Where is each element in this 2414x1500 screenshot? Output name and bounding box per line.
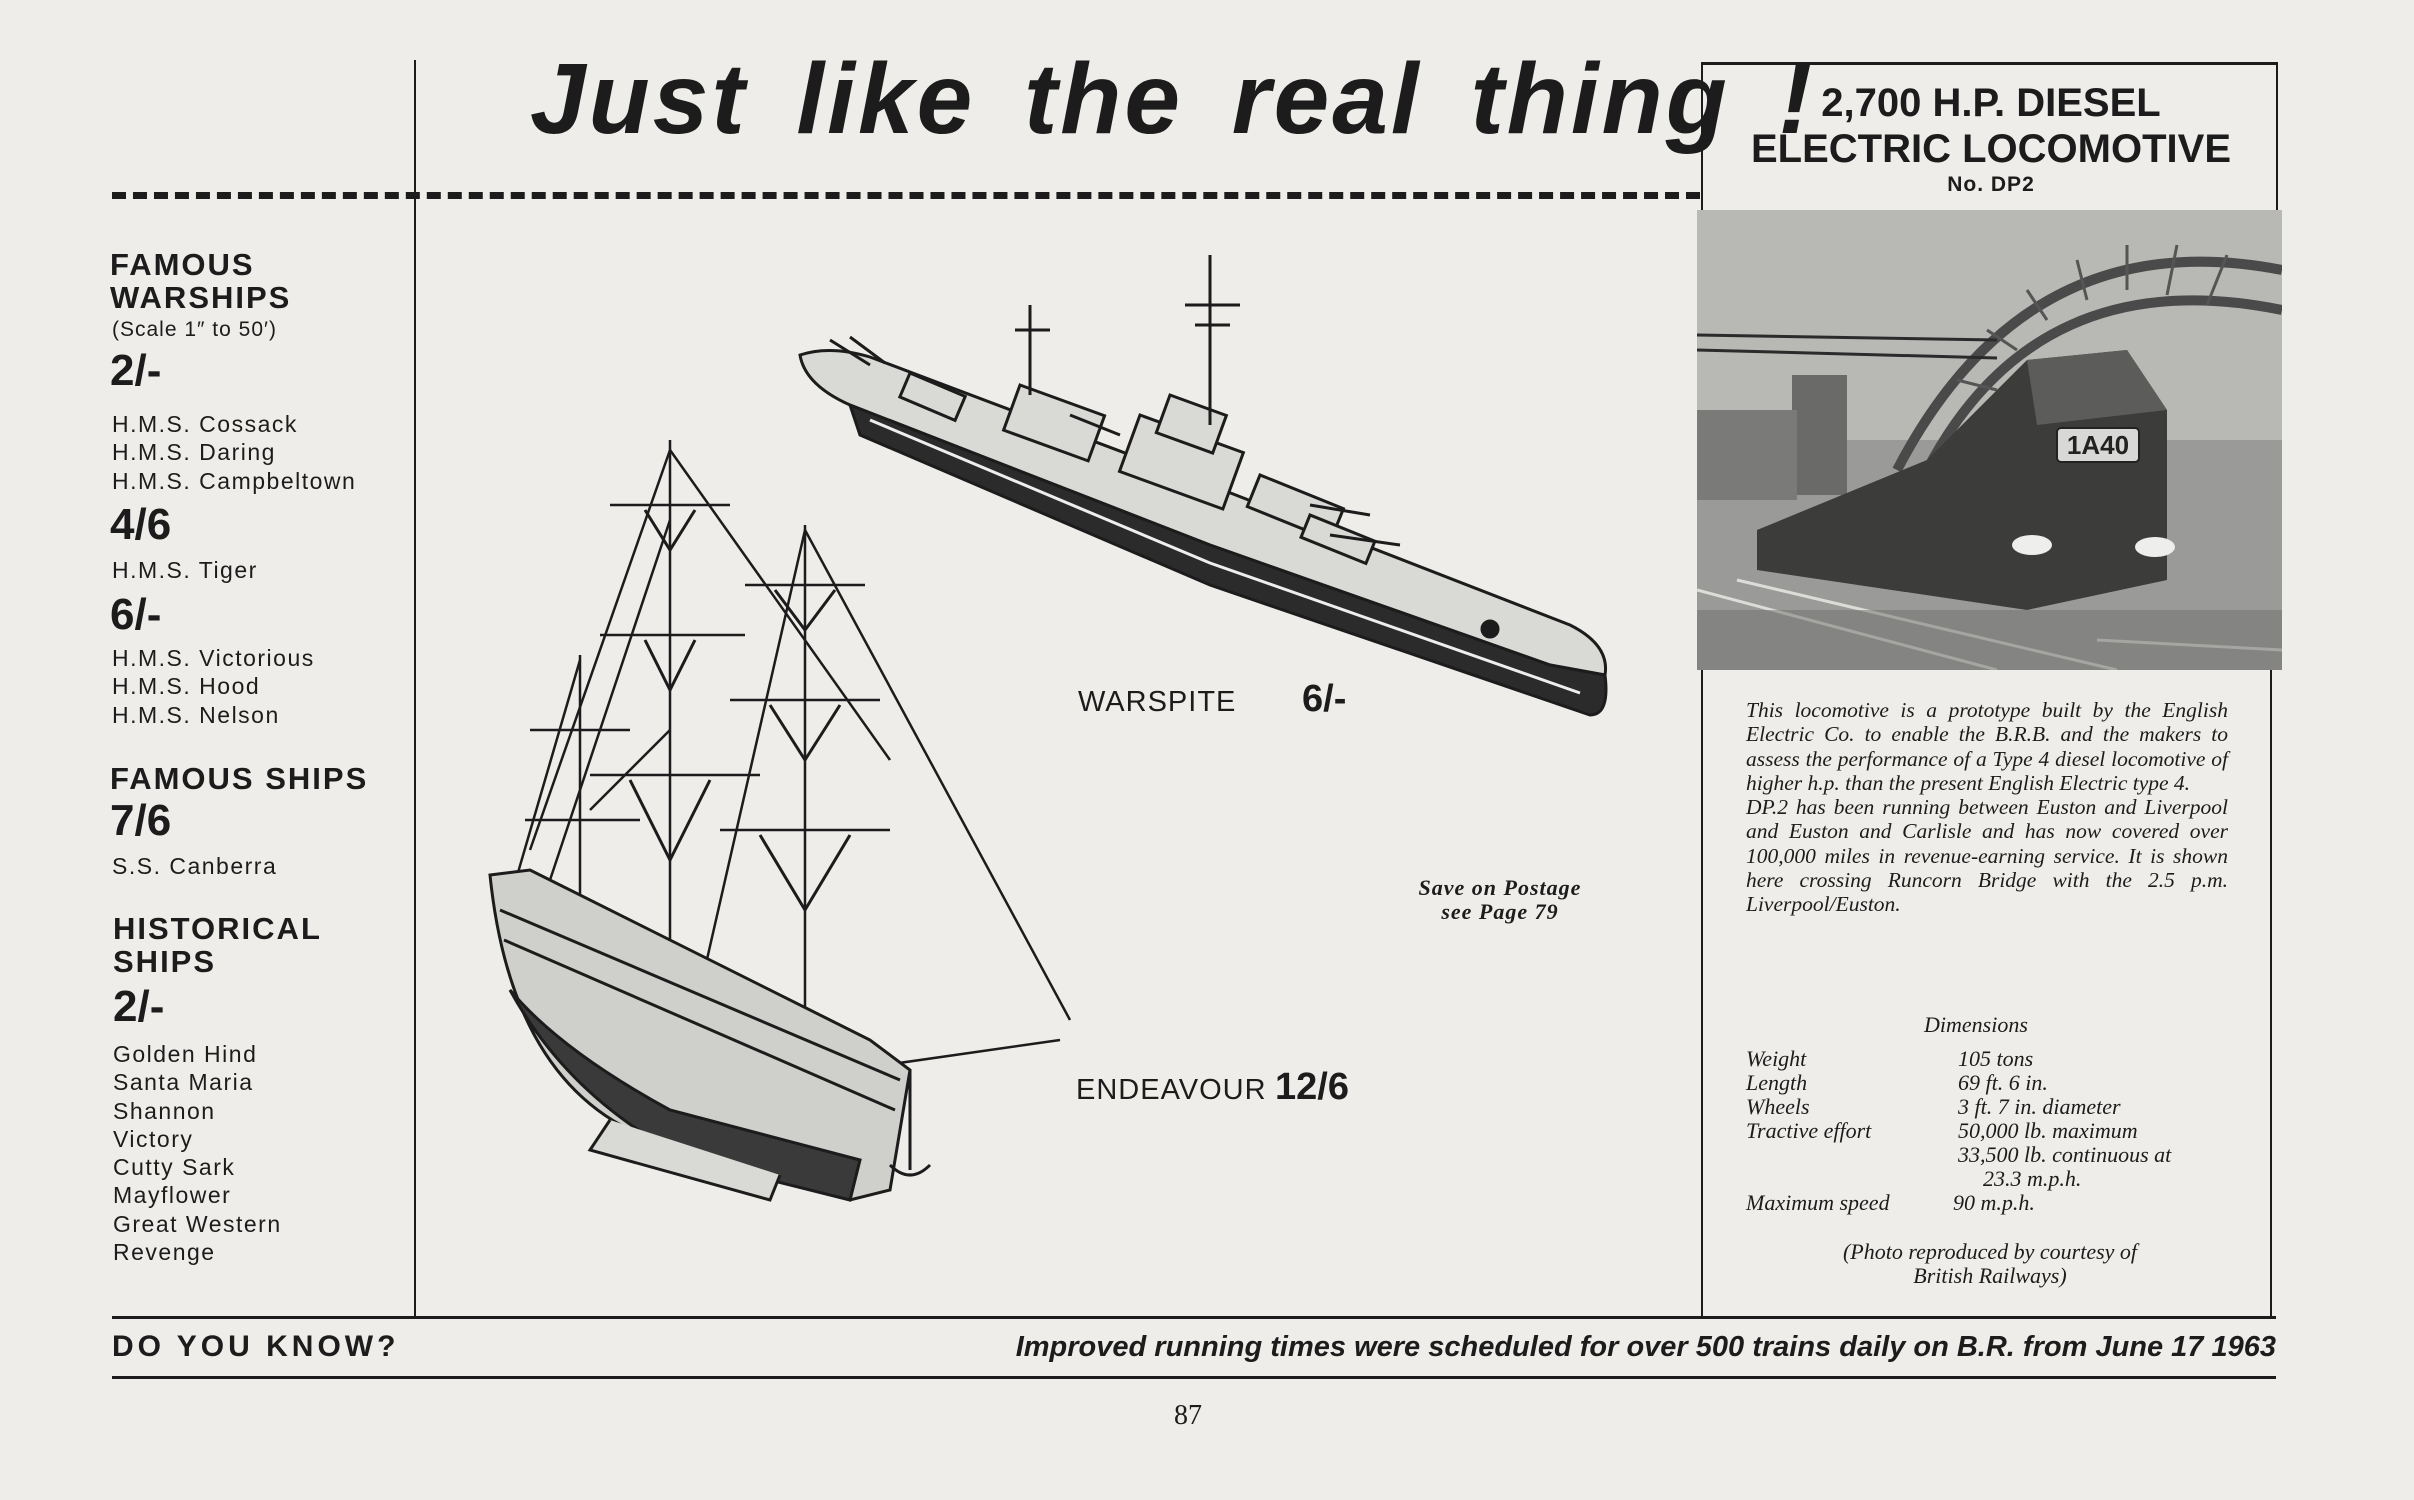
- locomotive-description: This locomotive is a prototype built by …: [1746, 698, 2228, 917]
- endeavour-sailing-ship-illustration: [488, 440, 1072, 1202]
- photo-credit: (Photo reproduced by courtesy of British…: [1842, 1239, 2138, 1288]
- dimension-value-max-speed: 90 m.p.h.: [1953, 1190, 2035, 1215]
- dimension-value-tractive-continuous: 33,500 lb. continuous at: [1958, 1142, 2172, 1167]
- famous-ships-list: S.S. Canberra: [112, 852, 277, 880]
- left-column-divider: [414, 60, 416, 1318]
- locomotive-box-right-border: [2276, 62, 2278, 210]
- list-item: Golden Hind: [113, 1041, 258, 1067]
- list-item: H.M.S. Hood: [112, 673, 261, 700]
- list-item: Shannon: [113, 1097, 216, 1124]
- warship-list-group-2: H.M.S. Tiger: [112, 556, 258, 584]
- price-historical-2-shillings: 2/-: [113, 982, 165, 1031]
- list-item: H.M.S. Nelson: [112, 701, 280, 728]
- warspite-label: WARSPITE: [1078, 686, 1237, 718]
- list-item: Mayflower: [113, 1182, 232, 1209]
- dimension-value-wheels: 3 ft. 7 in. diameter: [1958, 1094, 2121, 1119]
- do-you-know-heading: DO YOU KNOW?: [112, 1330, 400, 1363]
- warship-list-group-1: H.M.S. Cossack H.M.S. Daring H.M.S. Camp…: [112, 410, 356, 495]
- dimension-value-length: 69 ft. 6 in.: [1958, 1070, 2048, 1095]
- endeavour-price: 12/6: [1275, 1066, 1349, 1108]
- dimension-label-wheels: Wheels: [1746, 1094, 1810, 1119]
- dimensions-heading: Dimensions: [1924, 1012, 2028, 1037]
- postage-note: Save on Postage see Page 79: [1418, 875, 1582, 924]
- do-you-know-fact: Improved running times were scheduled fo…: [1015, 1331, 2276, 1363]
- warspite-battleship-illustration: [798, 255, 1608, 717]
- description-paragraph-2: DP.2 has been running between Euston and…: [1746, 795, 2228, 917]
- list-item: Great Western: [113, 1210, 282, 1237]
- dimension-label-tractive-effort: Tractive effort: [1746, 1118, 1872, 1143]
- footer-bottom-rule: [112, 1376, 2276, 1379]
- price-4-6: 4/6: [110, 500, 172, 549]
- price-7-6: 7/6: [110, 796, 172, 845]
- dimension-label-length: Length: [1746, 1070, 1808, 1095]
- page-headline: Just like the real thing !: [530, 43, 1815, 155]
- locomotive-box-top-border: [1701, 62, 2278, 65]
- list-item: H.M.S. Tiger: [112, 557, 258, 583]
- locomotive-title: 2,700 H.P. DIESEL ELECTRIC LOCOMOTIVE No…: [1751, 81, 2231, 196]
- list-item: Santa Maria: [113, 1069, 254, 1096]
- locomotive-box-right-border-lower: [2270, 670, 2272, 1318]
- footer-top-rule: [112, 1316, 2276, 1319]
- list-item: Victory: [113, 1125, 194, 1152]
- dimension-value-tractive-speed: 23.3 m.p.h.: [1983, 1166, 2082, 1191]
- warships-scale-note: (Scale 1″ to 50′): [112, 318, 277, 341]
- endeavour-label: ENDEAVOUR: [1076, 1074, 1267, 1106]
- warspite-price: 6/-: [1302, 678, 1347, 720]
- historical-ships-heading: HISTORICAL SHIPS: [113, 911, 322, 979]
- list-item: H.M.S. Victorious: [112, 645, 315, 671]
- list-item: H.M.S. Cossack: [112, 411, 298, 437]
- list-item: H.M.S. Daring: [112, 439, 276, 466]
- locomotive-photo: 1A40: [1697, 210, 2282, 670]
- list-item: H.M.S. Campbeltown: [112, 467, 357, 494]
- page-number: 87: [1174, 1400, 1202, 1431]
- historical-ships-list: Golden Hind Santa Maria Shannon Victory …: [113, 1040, 282, 1266]
- warship-list-group-3: H.M.S. Victorious H.M.S. Hood H.M.S. Nel…: [112, 644, 315, 729]
- list-item: S.S. Canberra: [112, 853, 278, 879]
- dimension-value-tractive-effort: 50,000 lb. maximum: [1958, 1118, 2138, 1143]
- famous-warships-heading: FAMOUS WARSHIPS: [110, 247, 292, 315]
- price-6-shillings: 6/-: [110, 590, 162, 639]
- headline-dashed-rule: [112, 192, 1700, 206]
- dimension-label-max-speed: Maximum speed: [1746, 1190, 1890, 1215]
- description-paragraph-1: This locomotive is a prototype built by …: [1746, 698, 2228, 795]
- locomotive-box-left-border: [1701, 62, 1703, 1318]
- list-item: Revenge: [113, 1239, 216, 1266]
- list-item: Cutty Sark: [113, 1154, 236, 1181]
- dimension-value-weight: 105 tons: [1958, 1046, 2034, 1071]
- price-2-shillings: 2/-: [110, 346, 162, 395]
- famous-ships-heading: FAMOUS SHIPS: [110, 761, 369, 796]
- locomotive-headcode: 1A40: [2067, 430, 2129, 460]
- dimension-label-weight: Weight: [1746, 1046, 1807, 1071]
